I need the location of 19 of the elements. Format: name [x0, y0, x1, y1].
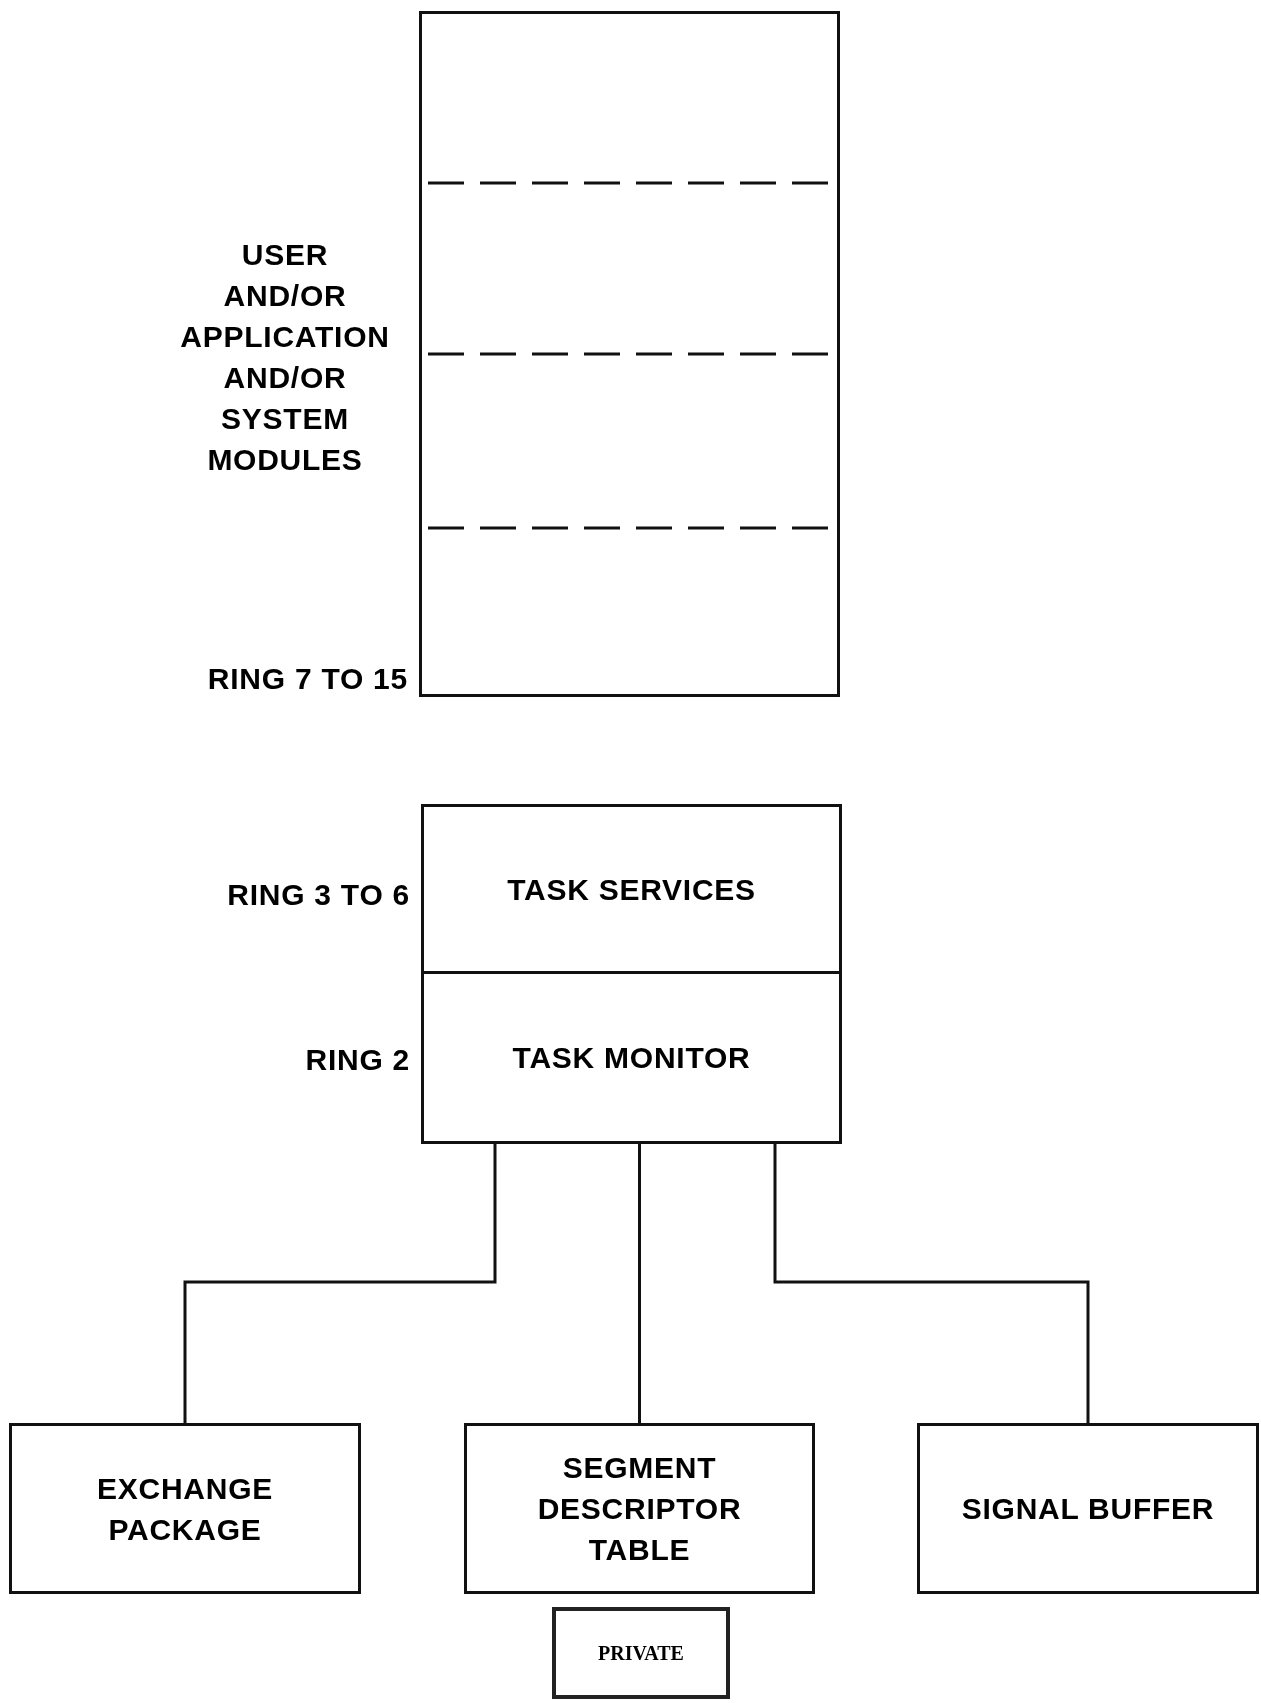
stamp-label: PRIVATE: [552, 1607, 730, 1699]
connector-line: [183, 1144, 497, 1423]
box-label: TASK SERVICES: [506, 871, 757, 908]
box-label: TASK MONITOR: [511, 1040, 752, 1076]
box-label: SIGNAL BUFFER: [960, 1491, 1216, 1527]
ring-label: RING 7 TO 15: [206, 660, 408, 697]
layer-box: [419, 11, 840, 697]
connector-line: [638, 1144, 641, 1423]
ring-label: USER AND/OR APPLICATION AND/OR SYSTEM MODULES: [180, 237, 390, 478]
box-label: EXCHANGE PACKAGE: [96, 1470, 274, 1548]
process-box: [464, 1423, 815, 1594]
connector-line: [773, 1144, 1090, 1423]
ring-label: RING 2: [304, 1041, 410, 1078]
process-box: [917, 1423, 1259, 1594]
ring-label: RING 3 TO 6: [226, 876, 410, 913]
process-box: [9, 1423, 361, 1594]
process-box: [421, 804, 842, 974]
box-label: SEGMENT DESCRIPTOR TABLE: [536, 1450, 743, 1568]
process-box: [421, 971, 842, 1144]
